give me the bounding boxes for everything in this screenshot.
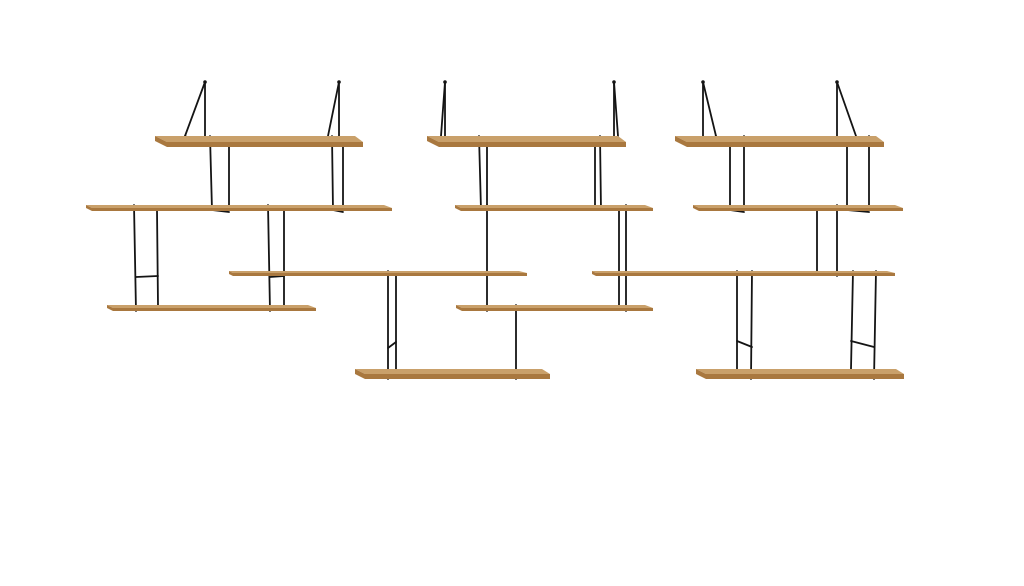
shelf-front [462, 308, 653, 311]
shelf-side [675, 136, 687, 147]
shelf-side [355, 369, 365, 379]
wall-mount-screw [612, 80, 616, 84]
wall-mount-screw [701, 80, 705, 84]
wall-mount-screw [337, 80, 341, 84]
shelf-top [693, 205, 903, 208]
shelf-top [107, 305, 316, 308]
support-rod [209, 135, 213, 211]
shelf-side [155, 136, 167, 147]
shelf-front [233, 273, 527, 276]
shelf-top [675, 136, 884, 142]
shelf-top [456, 305, 653, 308]
shelf-front [113, 308, 316, 311]
support-rod [387, 341, 397, 349]
shelf-top [455, 205, 653, 208]
shelf-front [439, 142, 626, 147]
shelf-front [699, 208, 903, 211]
shelf-side [455, 205, 461, 211]
shelf-front [92, 208, 392, 211]
support-rod [156, 209, 159, 306]
support-rod [850, 340, 875, 348]
support-rod [133, 204, 137, 312]
wall-mount-screw [835, 80, 839, 84]
shelf-front [365, 374, 550, 379]
support-rod [327, 81, 340, 137]
shelf-top [355, 369, 550, 374]
support-rod [599, 135, 602, 211]
shelf-side [107, 305, 113, 311]
shelf-side [427, 136, 439, 147]
shelf-side [456, 305, 462, 311]
shelf-front [706, 374, 904, 379]
shelf-top [696, 369, 904, 374]
support-rod [836, 81, 857, 137]
shelf-top [229, 271, 527, 273]
support-rod [269, 275, 285, 278]
support-rod [135, 275, 159, 278]
shelf-side [696, 369, 706, 379]
support-rod [736, 340, 753, 348]
support-rod [440, 81, 446, 137]
shelf-top [592, 271, 895, 273]
shelf-top [427, 136, 626, 142]
wall-mount-screw [203, 80, 207, 84]
shelf-top [86, 205, 392, 208]
support-rod [613, 81, 619, 137]
shelf-front [596, 273, 895, 276]
shelf-front [167, 142, 363, 147]
shelf-side [693, 205, 699, 211]
support-rod [850, 270, 854, 370]
shelf-front [687, 142, 884, 147]
shelf-side [229, 271, 233, 276]
support-rod [478, 135, 482, 211]
support-rod [331, 135, 334, 211]
support-rod [702, 81, 717, 137]
support-rod [267, 204, 271, 312]
shelf-side [592, 271, 596, 276]
shelf-side [86, 205, 92, 211]
shelf-front [461, 208, 653, 211]
shelf-top [155, 136, 363, 142]
support-rod [750, 270, 753, 380]
wall-mount-screw [443, 80, 447, 84]
support-rod [873, 270, 877, 380]
support-rod [184, 81, 206, 137]
